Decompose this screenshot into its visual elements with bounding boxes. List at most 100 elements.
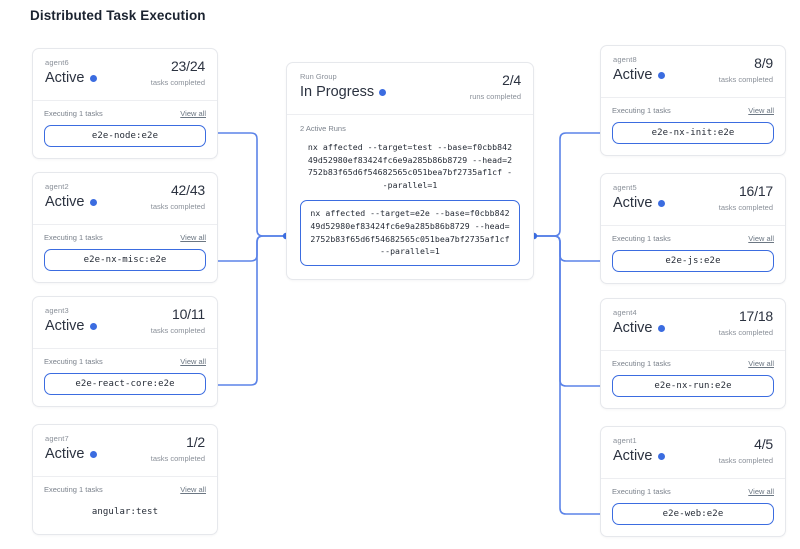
agent-executing-row: Executing 1 tasks View all [612, 359, 774, 368]
running-task-pill[interactable]: e2e-js:e2e [612, 250, 774, 272]
agent-status-label: Active [613, 448, 653, 464]
agent-status: Active [45, 445, 205, 463]
run-group-status-label: In Progress [300, 84, 375, 100]
agent-card-body: Executing 1 tasks View all e2e-node:e2e [33, 101, 217, 158]
status-dot-icon [657, 324, 665, 332]
agent-task-count-label: tasks completed [150, 326, 205, 335]
agent-status-label: Active [45, 318, 85, 334]
view-all-link[interactable]: View all [180, 485, 206, 494]
agent-status-label: Active [613, 67, 653, 83]
run-group-card[interactable]: Run Group In Progress 2/4 runs completed… [286, 62, 534, 280]
executing-label: Executing 1 tasks [44, 109, 103, 118]
agent-progress: 17/18 tasks completed [719, 308, 773, 338]
edge-rungroup-to-agent5 [533, 235, 611, 262]
agent-progress: 16/17 tasks completed [719, 183, 773, 213]
agent-card-header: agent5 Active 16/17 tasks completed [601, 174, 785, 226]
run-group-kicker: Run Group [300, 72, 337, 81]
edge-rungroup-to-agent8 [533, 132, 611, 237]
edge-agent2-to-rungroup [207, 235, 287, 262]
agent-name: agent5 [613, 183, 637, 192]
agent-task-count-label: tasks completed [718, 75, 773, 84]
run-command[interactable]: nx affected --target=test --base=f0cbb84… [307, 142, 513, 190]
agent-task-count: 1/2 [186, 434, 205, 450]
agent-card-agent3[interactable]: agent3 Active 10/11 tasks completed Exec… [32, 296, 218, 407]
agent-status: Active [613, 319, 773, 337]
agent-task-count: 4/5 [754, 436, 773, 452]
agent-card-body: Executing 1 tasks View all e2e-nx-run:e2… [601, 351, 785, 408]
agent-card-agent2[interactable]: agent2 Active 42/43 tasks completed Exec… [32, 172, 218, 283]
executing-label: Executing 1 tasks [44, 357, 103, 366]
run-group-body: 2 Active Runs nx affected --target=test … [287, 115, 533, 279]
agent-task-count: 8/9 [754, 55, 773, 71]
running-task-pill[interactable]: e2e-nx-init:e2e [612, 122, 774, 144]
agent-executing-row: Executing 1 tasks View all [44, 357, 206, 366]
edge-rungroup-to-agent4 [533, 235, 611, 387]
executing-label: Executing 1 tasks [612, 359, 671, 368]
view-all-link[interactable]: View all [180, 233, 206, 242]
running-task-pill[interactable]: e2e-web:e2e [612, 503, 774, 525]
agent-task-count-label: tasks completed [150, 202, 205, 211]
status-dot-icon [657, 199, 665, 207]
view-all-link[interactable]: View all [180, 109, 206, 118]
run-group-progress: 2/4 runs completed [470, 72, 521, 102]
agent-card-header: agent3 Active 10/11 tasks completed [33, 297, 217, 349]
agent-card-agent4[interactable]: agent4 Active 17/18 tasks completed Exec… [600, 298, 786, 409]
running-task-pill[interactable]: e2e-nx-run:e2e [612, 375, 774, 397]
agent-card-body: Executing 1 tasks View all e2e-react-cor… [33, 349, 217, 406]
status-dot-icon [379, 89, 387, 96]
agent-executing-row: Executing 1 tasks View all [44, 485, 206, 494]
agent-name: agent6 [45, 58, 69, 67]
agent-progress: 4/5 tasks completed [719, 436, 773, 466]
edge-rungroup-to-agent1 [533, 235, 611, 515]
run-command-highlighted[interactable]: nx affected --target=e2e --base=f0cbb842… [300, 200, 520, 266]
agent-task-count-label: tasks completed [718, 456, 773, 465]
status-dot-icon [657, 452, 665, 460]
agent-task-count-label: tasks completed [718, 203, 773, 212]
page-title: Distributed Task Execution [30, 8, 206, 23]
agent-card-header: agent2 Active 42/43 tasks completed [33, 173, 217, 225]
running-task-pill[interactable]: e2e-nx-misc:e2e [44, 249, 206, 271]
agent-card-agent1[interactable]: agent1 Active 4/5 tasks completed Execut… [600, 426, 786, 537]
running-task-label[interactable]: angular:test [91, 507, 159, 517]
run-group-header: Run Group In Progress 2/4 runs completed [287, 63, 533, 115]
status-dot-icon [89, 74, 97, 82]
agent-task-count: 23/24 [170, 58, 205, 74]
agent-name: agent1 [613, 436, 637, 445]
executing-label: Executing 1 tasks [612, 106, 671, 115]
agent-executing-row: Executing 1 tasks View all [44, 109, 206, 118]
agent-status: Active [45, 317, 205, 335]
status-dot-icon [89, 450, 97, 458]
view-all-link[interactable]: View all [748, 359, 774, 368]
agent-status-label: Active [45, 194, 85, 210]
agent-card-agent6[interactable]: agent6 Active 23/24 tasks completed Exec… [32, 48, 218, 159]
agent-progress: 10/11 tasks completed [151, 306, 205, 336]
agent-task-count: 10/11 [172, 306, 205, 322]
view-all-link[interactable]: View all [748, 106, 774, 115]
view-all-link[interactable]: View all [180, 357, 206, 366]
agent-executing-row: Executing 1 tasks View all [612, 106, 774, 115]
executing-label: Executing 1 tasks [612, 234, 671, 243]
agent-task-count-label: tasks completed [150, 454, 205, 463]
running-task-pill[interactable]: e2e-node:e2e [44, 125, 206, 147]
agent-card-header: agent6 Active 23/24 tasks completed [33, 49, 217, 101]
run-group-count-label: runs completed [469, 92, 521, 101]
agent-card-header: agent8 Active 8/9 tasks completed [601, 46, 785, 98]
agent-card-header: agent1 Active 4/5 tasks completed [601, 427, 785, 479]
agent-name: agent7 [45, 434, 69, 443]
edge-agent3-to-rungroup [207, 235, 287, 386]
agent-name: agent4 [613, 308, 637, 317]
run-group-status: In Progress [300, 83, 520, 102]
agent-card-agent5[interactable]: agent5 Active 16/17 tasks completed Exec… [600, 173, 786, 284]
agent-card-body: Executing 1 tasks View all e2e-nx-init:e… [601, 98, 785, 155]
agent-task-count-label: tasks completed [150, 78, 205, 87]
agent-status-label: Active [45, 70, 85, 86]
agent-card-body: Executing 1 tasks View all e2e-web:e2e [601, 479, 785, 536]
running-task-pill[interactable]: e2e-react-core:e2e [44, 373, 206, 395]
agent-task-count-label: tasks completed [718, 328, 773, 337]
agent-executing-row: Executing 1 tasks View all [44, 233, 206, 242]
view-all-link[interactable]: View all [748, 234, 774, 243]
agent-card-header: agent7 Active 1/2 tasks completed [33, 425, 217, 477]
view-all-link[interactable]: View all [748, 487, 774, 496]
agent-card-agent8[interactable]: agent8 Active 8/9 tasks completed Execut… [600, 45, 786, 156]
agent-card-agent7[interactable]: agent7 Active 1/2 tasks completed Execut… [32, 424, 218, 535]
